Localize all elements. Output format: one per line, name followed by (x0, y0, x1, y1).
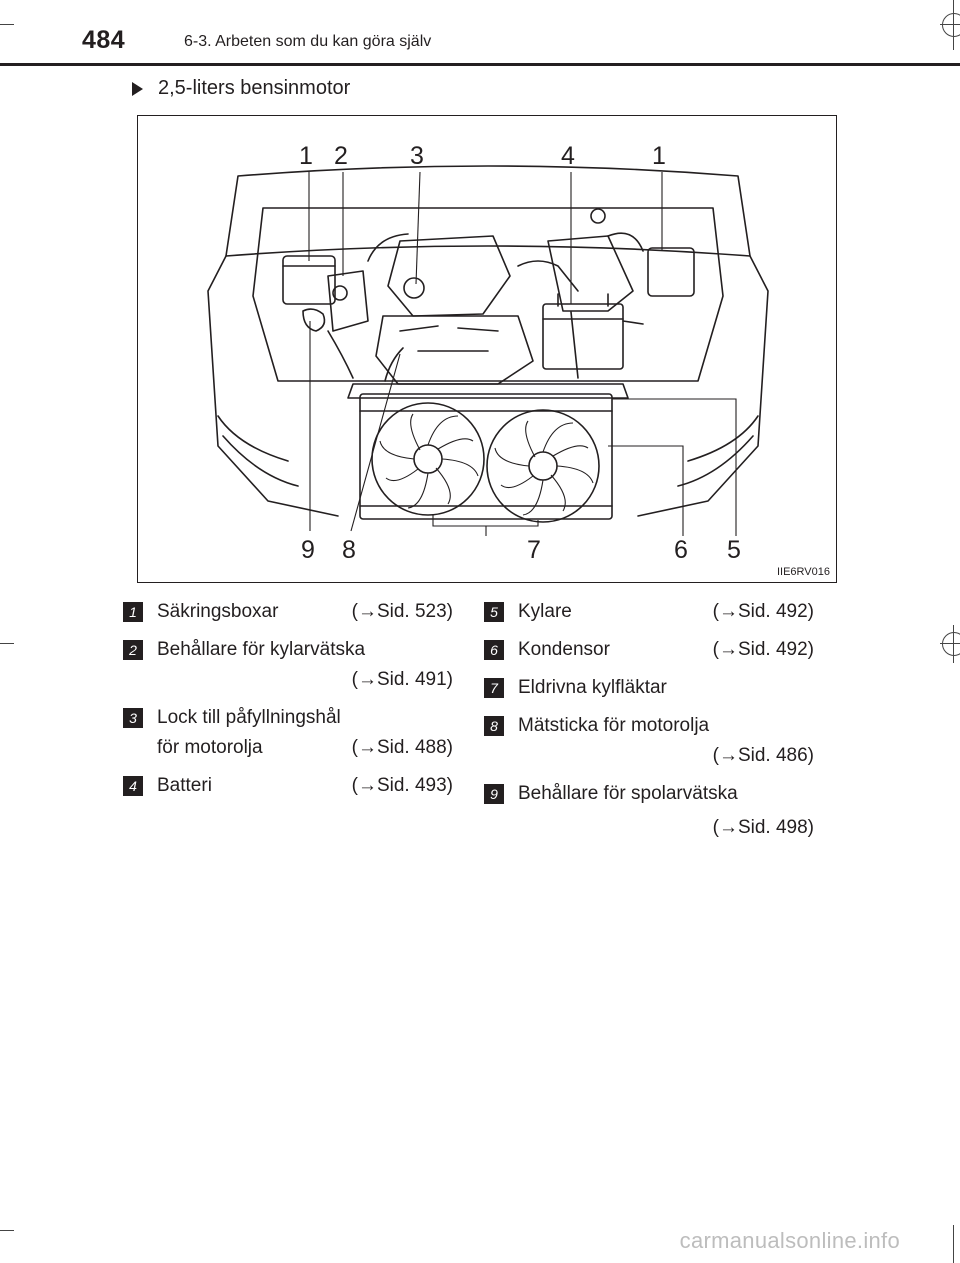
legend-number: 8 (484, 716, 504, 736)
legend-label: Batteri (157, 775, 212, 796)
legend-label: Kylare (518, 601, 572, 622)
leader-6 (608, 445, 684, 536)
engine-bay-illustration: 1 2 3 4 1 9 8 7 6 5 IIE6RV016 (137, 115, 837, 583)
section-heading: 2,5-liters bensinmotor (132, 77, 350, 100)
page-reference: (→Sid. 492) (712, 639, 814, 660)
legend-number: 3 (123, 708, 143, 728)
callout-top-1: 1 (299, 142, 313, 170)
callout-bottom-3: 7 (527, 536, 541, 564)
callout-bottom-4: 6 (674, 536, 688, 564)
radiator (359, 393, 613, 520)
crop-mark (0, 643, 14, 644)
figure-code: IIE6RV016 (776, 566, 830, 578)
page-reference: (→Sid. 488) (351, 737, 453, 758)
legend-left: 1 Säkringsboxar (→Sid. 523) 2 Behållare … (123, 597, 453, 809)
engine-block (375, 315, 534, 385)
hood-outline (225, 165, 751, 257)
leader-7 (432, 514, 539, 536)
lamp-left (217, 415, 289, 462)
legend-number: 4 (123, 776, 143, 796)
legend-item: 4 Batteri (→Sid. 493) (123, 771, 453, 801)
section-heading-text: 2,5-liters bensinmotor (158, 77, 351, 99)
battery (542, 303, 624, 370)
engine-bay-drawing: 1 2 3 4 1 9 8 7 6 5 (207, 142, 769, 564)
callout-top-4: 4 (561, 142, 575, 170)
legend-item: 3 Lock till påfyllningshål för motorolja… (123, 703, 453, 763)
legend-number: 9 (484, 784, 504, 804)
coolant-reservoir (327, 270, 369, 332)
washer-reservoir (302, 308, 326, 332)
crop-mark (942, 13, 960, 37)
chapter-title: 6-3. Arbeten som du kan göra själv (184, 33, 432, 50)
engine-cover (387, 235, 511, 317)
legend-item: 5 Kylare (→Sid. 492) (484, 597, 814, 627)
legend-item: 1 Säkringsboxar (→Sid. 523) (123, 597, 453, 627)
callout-top-3: 3 (410, 142, 424, 170)
page-reference: (→Sid. 493) (351, 775, 453, 796)
legend-number: 1 (123, 602, 143, 622)
callout-bottom-2: 8 (342, 536, 356, 564)
body-left-outline (207, 255, 339, 517)
page-number: 484 (82, 26, 126, 54)
page-reference: (→Sid. 498) (712, 817, 814, 838)
page-reference: (→Sid. 523) (351, 601, 453, 622)
legend-number: 2 (123, 640, 143, 660)
legend-right: 5 Kylare (→Sid. 492) 6 Kondensor (→Sid. … (484, 597, 814, 851)
crop-mark (0, 1230, 14, 1231)
callout-bottom-5: 5 (727, 536, 741, 564)
legend-item: 9 Behållare för spolarvätska (→Sid. 498) (484, 779, 814, 843)
legend-item: 6 Kondensor (→Sid. 492) (484, 635, 814, 665)
legend-label: Eldrivna kylfläktar (518, 677, 667, 698)
legend-item: 2 Behållare för kylarvätska (→Sid. 491) (123, 635, 453, 695)
leader-5 (612, 398, 737, 536)
callout-top-5: 1 (652, 142, 666, 170)
page-reference: (→Sid. 486) (712, 745, 814, 766)
body-right-outline (637, 255, 769, 517)
legend-label: Lock till påfyllningshål (157, 707, 341, 728)
lamp-right (687, 415, 759, 462)
legend-label: Mätsticka för motorolja (518, 715, 710, 736)
watermark[interactable]: carmanualsonline.info (679, 1228, 900, 1253)
callout-bottom-1: 9 (301, 536, 315, 564)
page-reference: (→Sid. 491) (351, 669, 453, 690)
callout-top-2: 2 (334, 142, 348, 170)
leader-3 (415, 171, 421, 285)
legend-number: 5 (484, 602, 504, 622)
legend-label: Säkringsboxar (157, 601, 279, 622)
header-rule (0, 63, 960, 66)
leader-8 (350, 353, 401, 532)
legend-item: 8 Mätsticka för motorolja (→Sid. 486) (484, 711, 814, 771)
legend-number: 6 (484, 640, 504, 660)
air-filter (547, 235, 634, 312)
arrow-right-icon (132, 81, 143, 96)
fuse-box-right (647, 247, 695, 297)
legend-item: 7 Eldrivna kylfläktar (484, 673, 814, 703)
fuse-box-left (282, 255, 336, 305)
legend-number: 7 (484, 678, 504, 698)
legend-label: Kondensor (518, 639, 610, 660)
legend-label: för motorolja (157, 737, 263, 758)
page-reference: (→Sid. 492) (712, 601, 814, 622)
cooling-fan-right (486, 409, 600, 523)
crop-mark (942, 632, 960, 656)
crop-mark (953, 1225, 954, 1263)
bumper-outline (222, 435, 754, 487)
legend-label: Behållare för kylarvätska (157, 639, 366, 660)
bay-rim (252, 207, 724, 382)
cooling-fan-left (371, 402, 485, 516)
dipstick (384, 347, 404, 382)
oil-filler-cap (403, 277, 425, 299)
crop-mark (0, 24, 14, 25)
legend-label: Behållare för spolarvätska (518, 783, 738, 804)
